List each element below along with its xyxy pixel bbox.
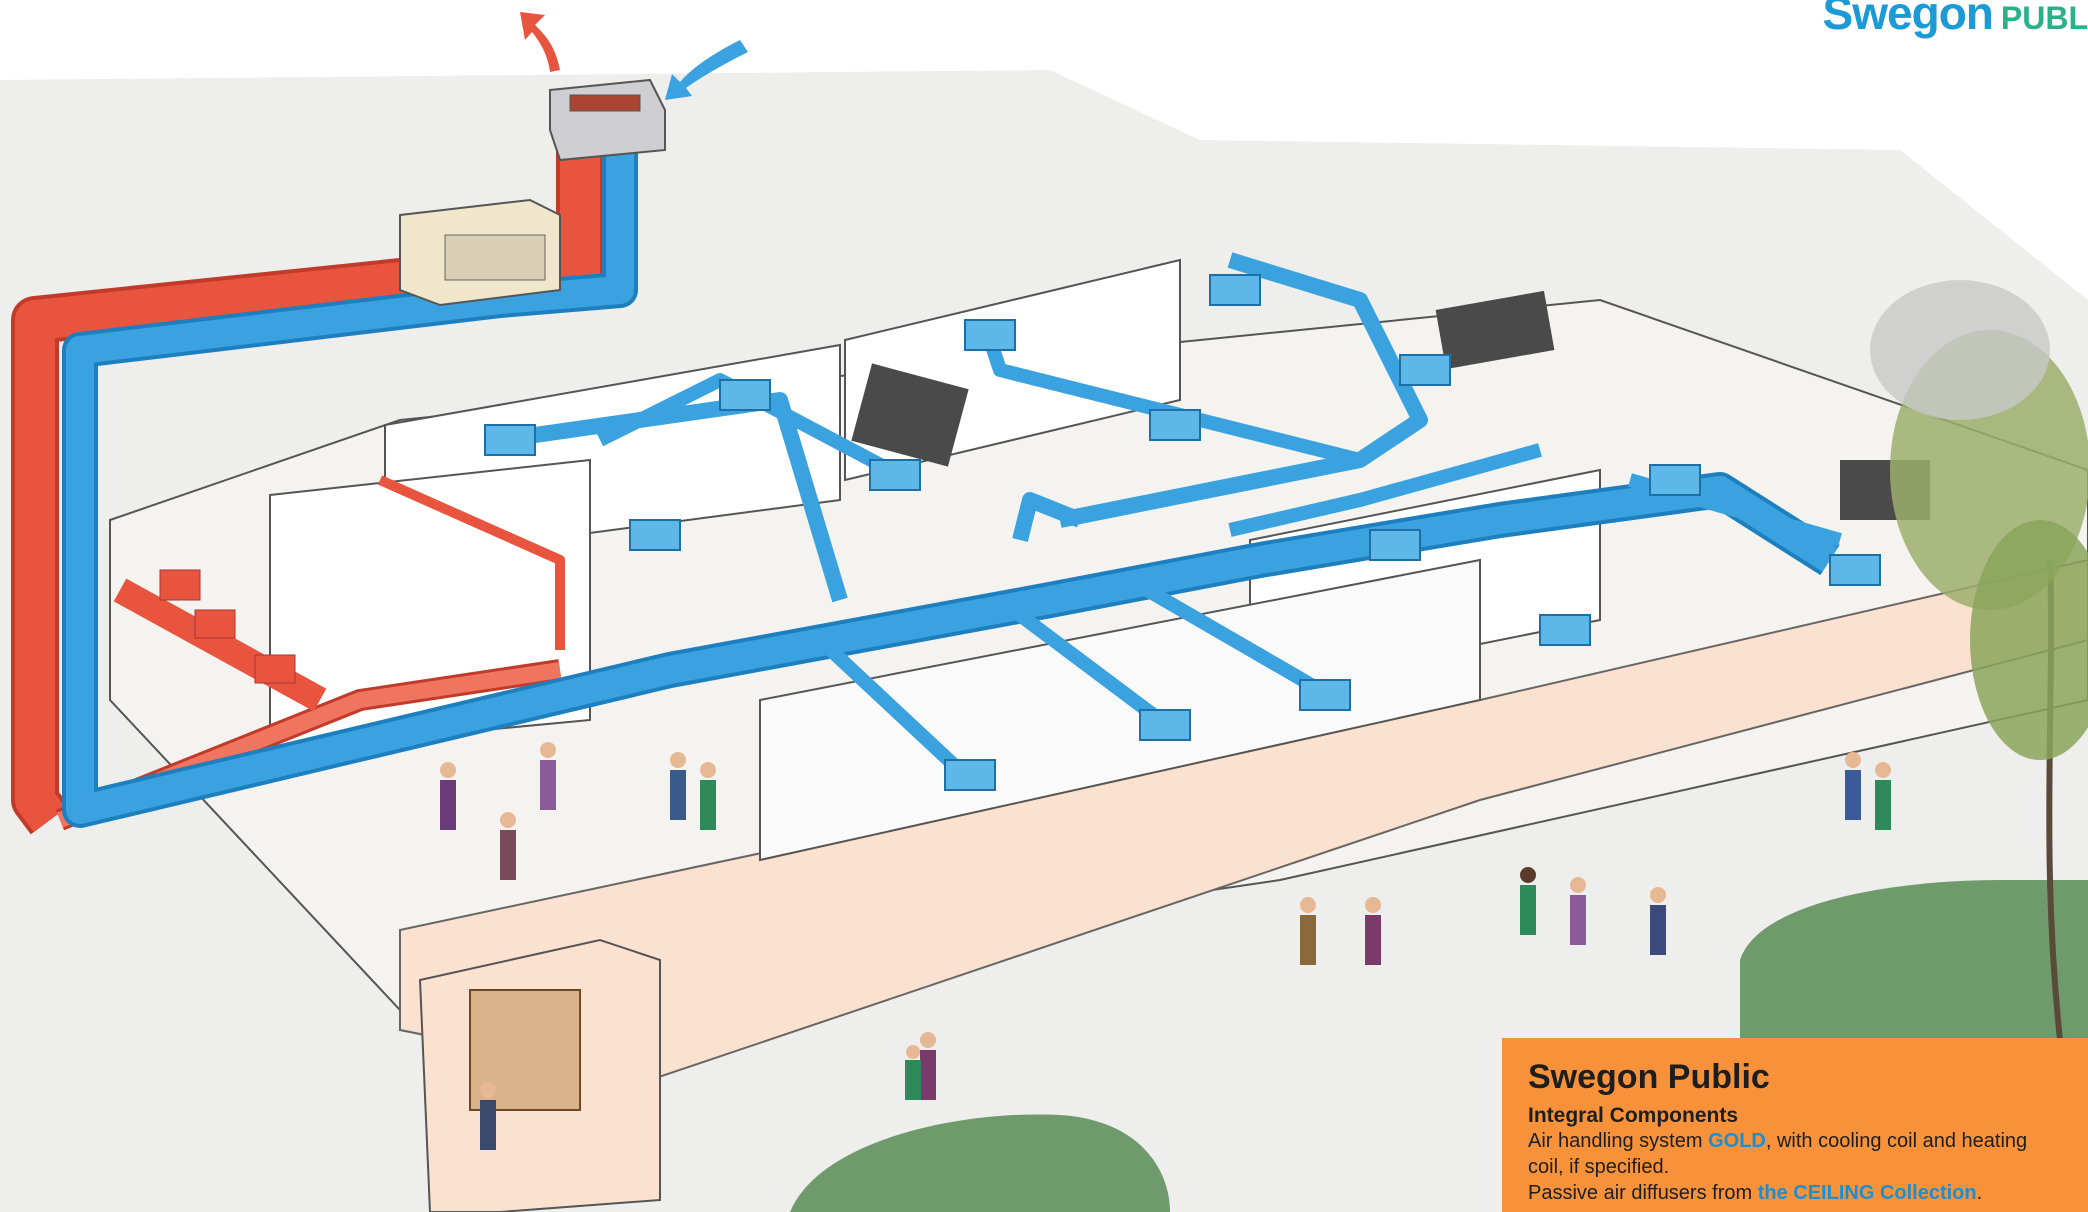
people bbox=[440, 742, 1891, 1150]
info-line-3: Passive air diffusers from the CEILING C… bbox=[1528, 1180, 2088, 1206]
supply-ductwork bbox=[62, 150, 1842, 828]
chalkboard bbox=[851, 363, 969, 467]
exhaust-air-arrow bbox=[520, 12, 560, 72]
info-line-1-tail: , with cooling coil and heating bbox=[1765, 1130, 2028, 1152]
brand-name: Swegon bbox=[1822, 0, 1994, 39]
gold-link[interactable]: GOLD bbox=[1708, 1130, 1766, 1152]
chalkboard bbox=[1435, 290, 1555, 370]
lawn-right bbox=[1740, 880, 2088, 1040]
info-line-2: coil, if specified. bbox=[1528, 1156, 1670, 1178]
brand-product-fragment: PUBL bbox=[2000, 0, 2088, 36]
info-line-3-text: Passive air diffusers from bbox=[1528, 1182, 1758, 1204]
info-line-3-tail: . bbox=[1976, 1182, 1983, 1204]
fresh-air-arrow bbox=[665, 40, 748, 100]
info-subtitle: Integral Components bbox=[1528, 1104, 1739, 1127]
ceiling-diffusers bbox=[484, 274, 1881, 791]
air-handling-unit bbox=[399, 78, 666, 307]
info-box: Swegon Public Integral Components Air ha… bbox=[1502, 1038, 2088, 1212]
ceiling-collection-link[interactable]: the CEILING Collection bbox=[1757, 1182, 1977, 1204]
info-title: Swegon Public bbox=[1528, 1058, 1770, 1096]
tree-background bbox=[1870, 280, 2050, 420]
info-line-1-text: Air handling system bbox=[1528, 1130, 1709, 1152]
info-line-1: Air handling system GOLD, with cooling c… bbox=[1528, 1128, 2088, 1154]
exhaust-units bbox=[159, 569, 296, 684]
lawn-bottom bbox=[790, 1114, 1170, 1212]
